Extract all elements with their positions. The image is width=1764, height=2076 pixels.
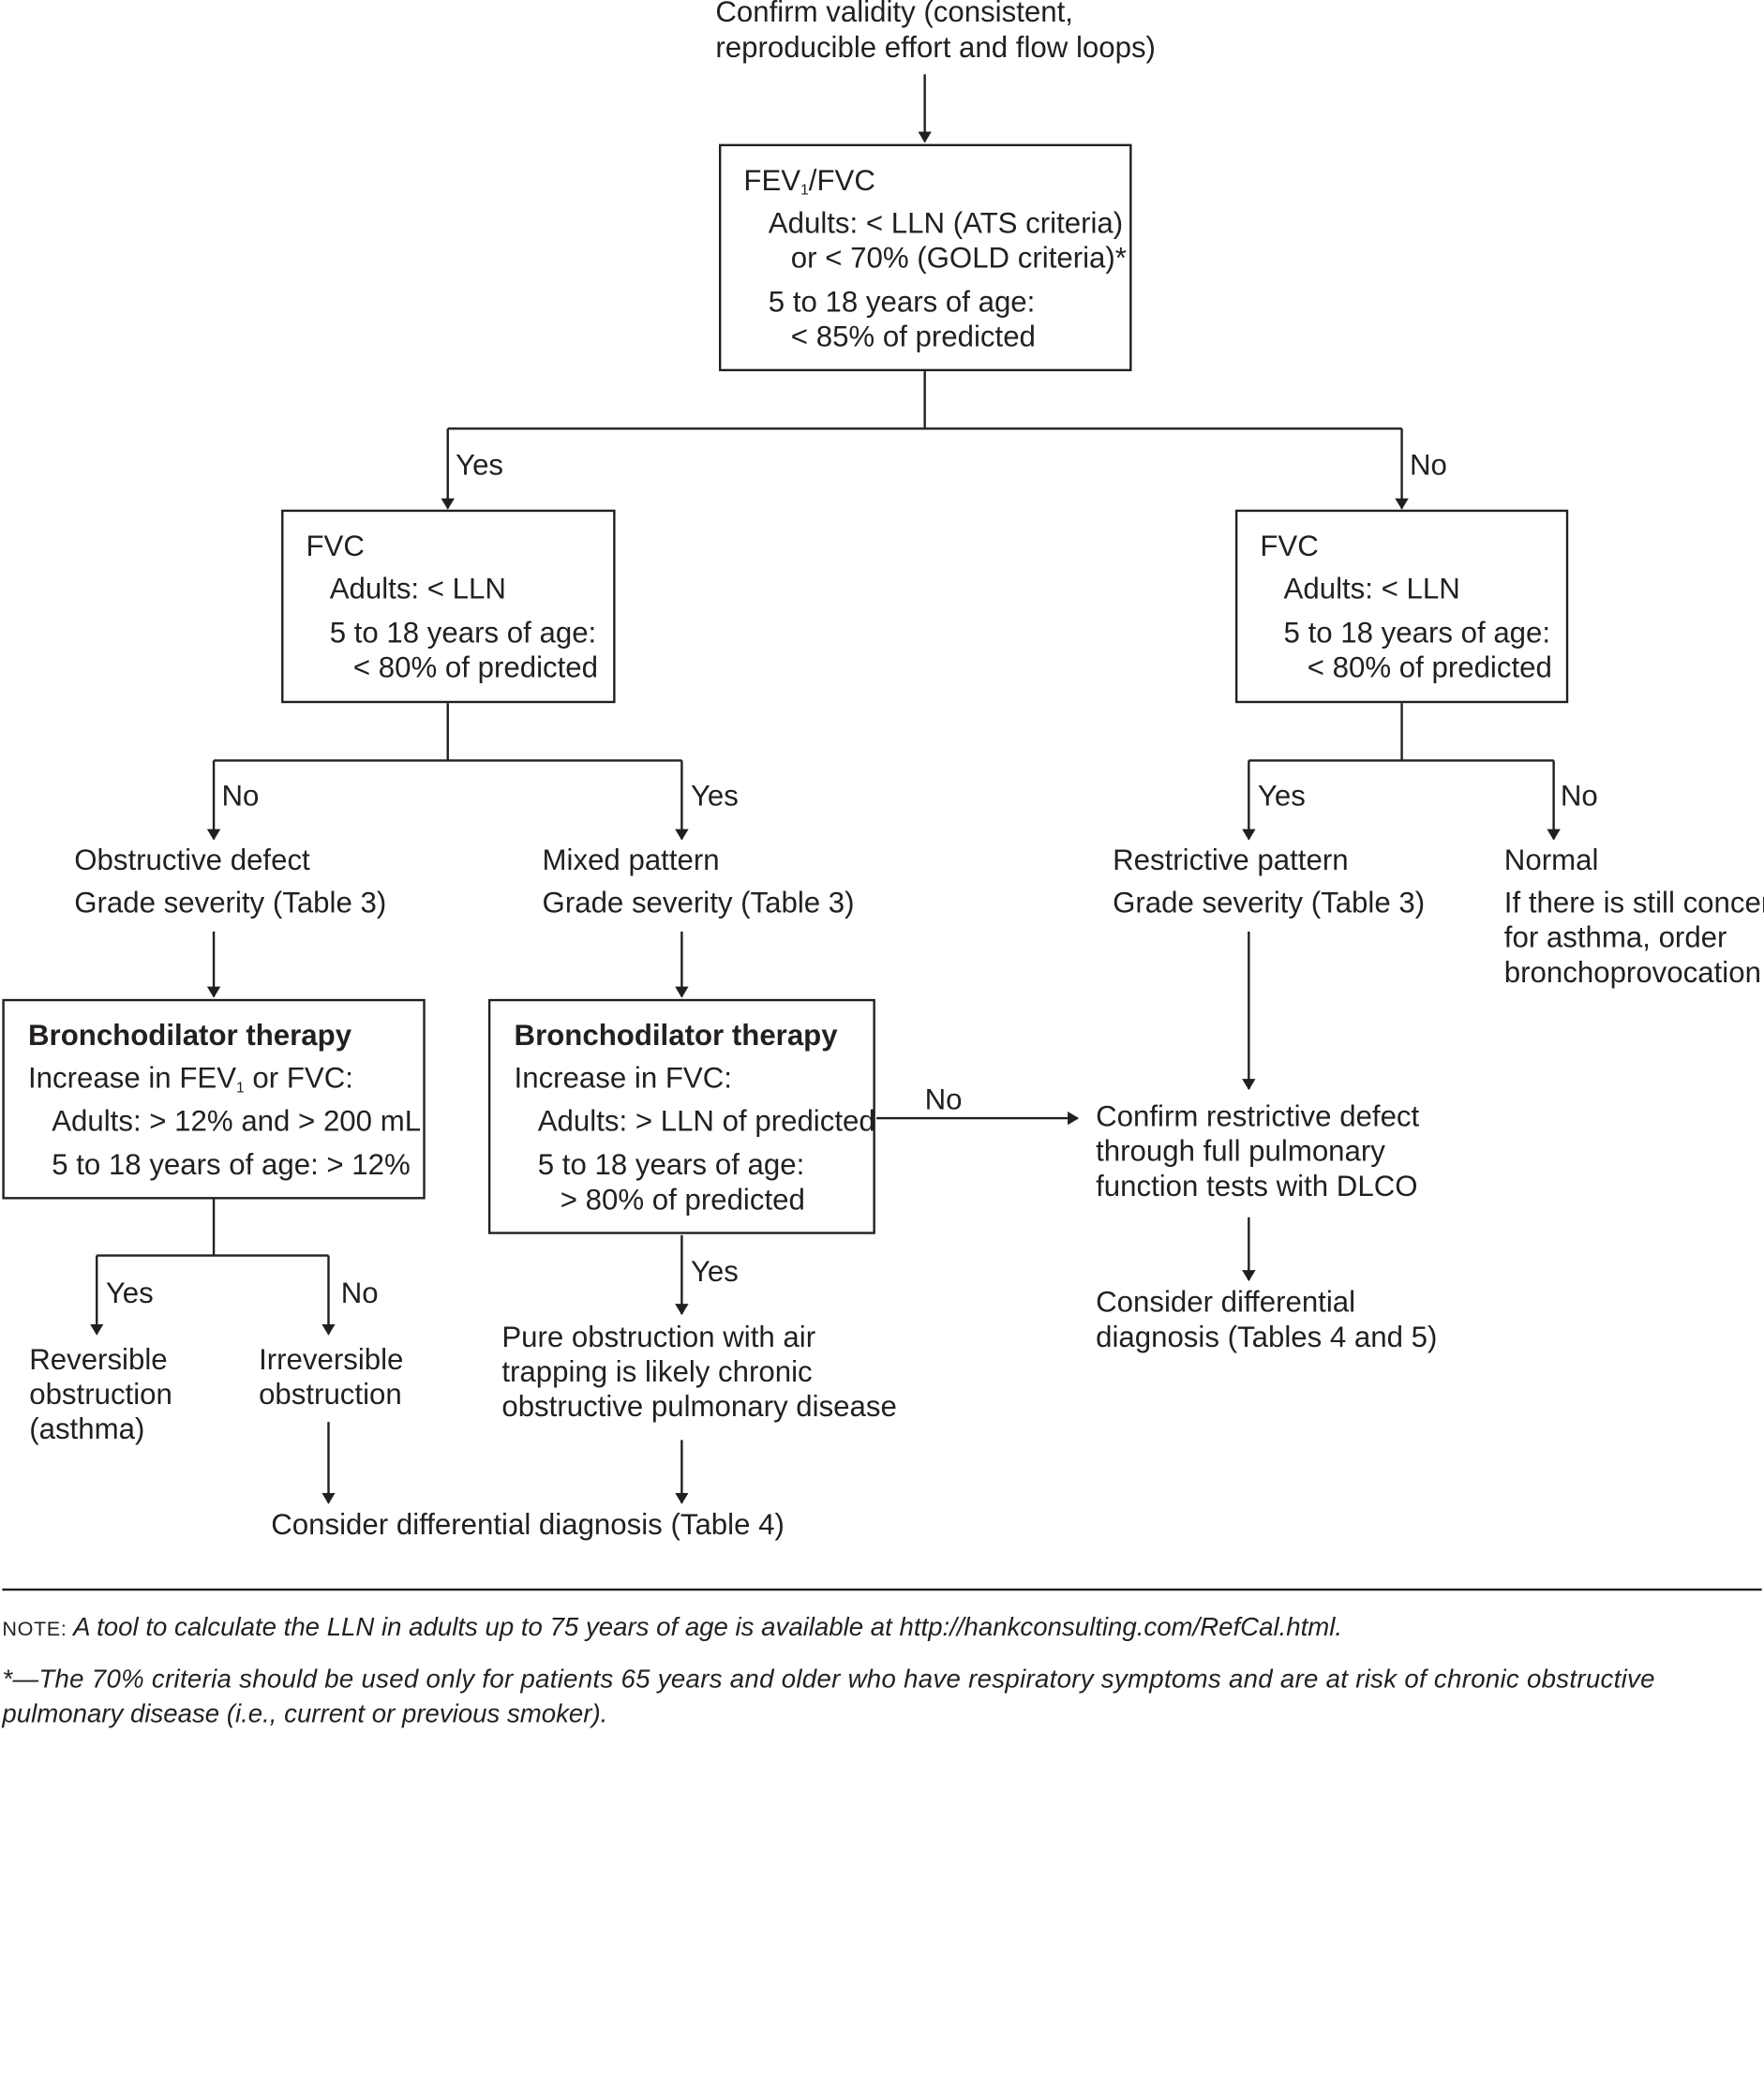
- confirm-restrictive-line3: function tests with DLCO: [1096, 1169, 1418, 1203]
- differential-right-line1: Consider differential: [1096, 1284, 1356, 1319]
- fev-peds-label: 5 to 18 years of age:: [768, 284, 1036, 319]
- footnote-star-line1: *—The 70% criteria should be used only f…: [2, 1664, 1655, 1694]
- label-fvc-right-yes: Yes: [1257, 778, 1306, 813]
- label-fvc-left-yes: Yes: [690, 778, 739, 813]
- fvc-right-peds-label: 5 to 18 years of age:: [1283, 615, 1551, 650]
- bronchodilator-mid-title: Bronchodilator therapy: [514, 1018, 838, 1053]
- normal-advice-line3: bronchoprovocation: [1503, 955, 1761, 990]
- reversible-obstruction-line1: Reversible: [29, 1341, 168, 1376]
- fvc-right-box: [1234, 509, 1569, 704]
- label-fev-yes: Yes: [456, 447, 504, 482]
- label-fvc-right-no: No: [1560, 778, 1598, 813]
- irreversible-obstruction-line1: Irreversible: [259, 1341, 404, 1376]
- fvc-left-peds-threshold: < 80% of predicted: [352, 650, 599, 684]
- pure-obstruction-line2: trapping is likely chronic: [501, 1354, 813, 1389]
- fev1-fvc-title: FEV1/FVC: [743, 163, 875, 199]
- bronchodilator-mid-adult: Adults: > LLN of predicted: [537, 1103, 875, 1138]
- fvc-left-title: FVC: [306, 529, 365, 563]
- fvc-left-adult: Adults: < LLN: [329, 571, 506, 605]
- fvc-right-peds-threshold: < 80% of predicted: [1307, 650, 1552, 684]
- differential-right-line2: diagnosis (Tables 4 and 5): [1096, 1319, 1438, 1353]
- label-bd-left-yes: Yes: [105, 1276, 154, 1310]
- label-bd-mid-no: No: [924, 1082, 963, 1116]
- connector-lines: [90, 74, 1561, 1504]
- fev-peds-threshold: < 85% of predicted: [790, 319, 1036, 353]
- label-fev-no: No: [1409, 447, 1447, 482]
- bronchodilator-mid-peds-threshold: > 80% of predicted: [560, 1182, 805, 1217]
- fvc-left-peds-label: 5 to 18 years of age:: [329, 615, 597, 650]
- confirm-restrictive-line2: through full pulmonary: [1096, 1133, 1385, 1168]
- bronchodilator-mid-box: [487, 998, 875, 1234]
- start-step-line2: reproducible effort and flow loops): [715, 30, 1156, 65]
- label-fvc-left-no: No: [221, 778, 260, 813]
- note-line: NOTE: A tool to calculate the LLN in adu…: [2, 1612, 1343, 1642]
- reversible-obstruction-line2: obstruction: [29, 1377, 172, 1411]
- fev1-fvc-box: [718, 143, 1132, 372]
- obstructive-defect-label: Obstructive defect: [74, 843, 310, 877]
- bronchodilator-mid-peds-label: 5 to 18 years of age:: [537, 1147, 805, 1182]
- fev-adult-criteria: Adults: < LLN (ATS criteria): [768, 205, 1124, 240]
- footnote-star-line2: pulmonary disease (i.e., current or prev…: [2, 1698, 608, 1728]
- fvc-right-title: FVC: [1260, 529, 1319, 563]
- irreversible-obstruction-line2: obstruction: [259, 1377, 402, 1411]
- reversible-obstruction-line3: (asthma): [29, 1411, 145, 1446]
- pure-obstruction-line3: obstructive pulmonary disease: [501, 1389, 897, 1424]
- differential-bottom: Consider differential diagnosis (Table 4…: [271, 1507, 785, 1542]
- label-bd-mid-yes: Yes: [690, 1254, 739, 1289]
- obstructive-grade-label: Grade severity (Table 3): [74, 885, 387, 919]
- footnote-divider: [2, 1588, 1762, 1591]
- bronchodilator-left-adult: Adults: > 12% and > 200 mL: [52, 1103, 422, 1138]
- normal-advice-line2: for asthma, order: [1503, 919, 1727, 954]
- fvc-right-adult: Adults: < LLN: [1283, 571, 1460, 605]
- bronchodilator-left-increase: Increase in FEV1 or FVC:: [28, 1060, 353, 1097]
- label-bd-left-no: No: [340, 1276, 379, 1310]
- mixed-pattern-label: Mixed pattern: [542, 843, 720, 877]
- bronchodilator-left-box: [2, 998, 426, 1200]
- bronchodilator-mid-increase: Increase in FVC:: [514, 1060, 732, 1095]
- bronchodilator-left-peds: 5 to 18 years of age: > 12%: [52, 1147, 411, 1182]
- confirm-restrictive-line1: Confirm restrictive defect: [1096, 1098, 1420, 1133]
- restrictive-grade-label: Grade severity (Table 3): [1113, 885, 1426, 919]
- pure-obstruction-line1: Pure obstruction with air: [501, 1319, 816, 1353]
- mixed-grade-label: Grade severity (Table 3): [542, 885, 855, 919]
- bronchodilator-left-title: Bronchodilator therapy: [28, 1018, 352, 1053]
- normal-advice-line1: If there is still concern: [1503, 885, 1764, 919]
- fvc-left-box: [281, 509, 616, 704]
- fev-gold-criteria: or < 70% (GOLD criteria)*: [790, 240, 1127, 275]
- start-step-line1: Confirm validity (consistent,: [715, 0, 1073, 29]
- normal-label: Normal: [1503, 843, 1599, 877]
- restrictive-pattern-label: Restrictive pattern: [1113, 843, 1349, 877]
